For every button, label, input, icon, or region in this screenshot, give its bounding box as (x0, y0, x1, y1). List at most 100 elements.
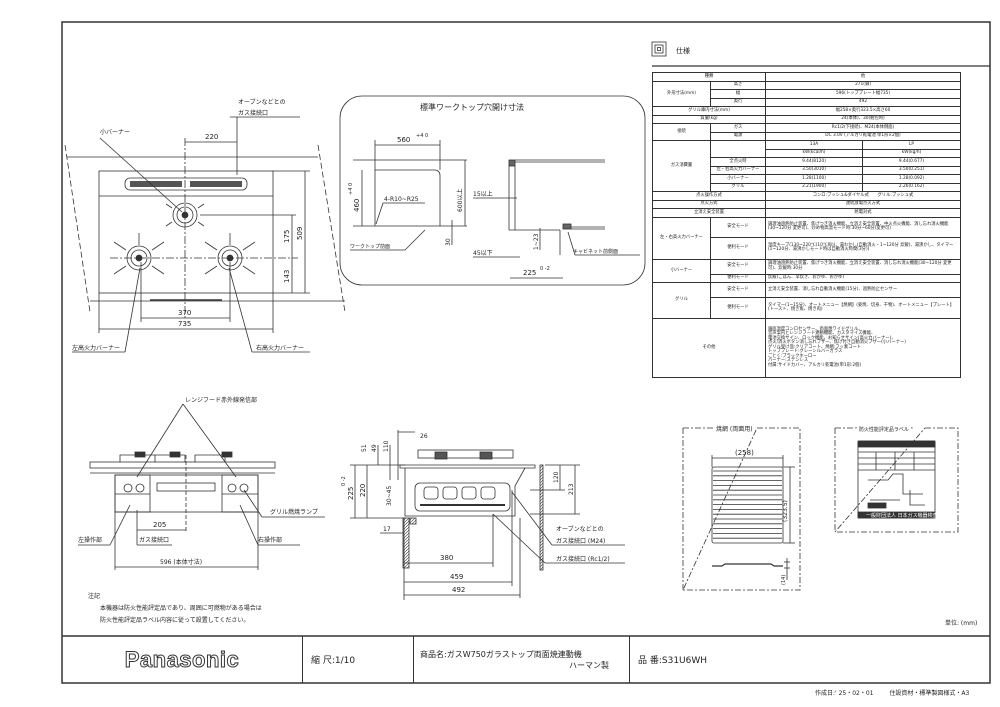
dim-175: 175 (283, 230, 291, 243)
spec-cell: 24(本体)、30(梱包時) (764, 114, 962, 124)
spec-cell: 1.28(1100) (765, 174, 863, 184)
drawing-format: 住設資材・標準製図様式・A3 (889, 690, 970, 697)
scale-cell: 縮 尺:1/10 (303, 636, 414, 683)
spec-cell: kW(kg/h) (861, 148, 962, 158)
spec-cell: 調理油過熱防止装置、焦げつき消火機能、立消え安全装置、消し忘れ消火機能(30~1… (764, 258, 962, 275)
spec-cell: 安全モード (710, 258, 766, 275)
gas-inlet-label: ガス接続口 (139, 536, 169, 544)
spec-cell: ガス消費量 (652, 140, 711, 192)
spec-cell: その他 (652, 318, 766, 378)
spec-cell: 点火方式 (652, 199, 766, 209)
spec-cell: ガス (710, 123, 766, 133)
spec-cell: 2.26(0.162) (861, 182, 962, 192)
spec-cell: Rc1/2(下接続)、M24(本体側面) (764, 123, 962, 133)
panasonic-logo: Panasonic (124, 646, 240, 672)
tol-560: +4 0 (416, 133, 428, 139)
grill-lamp-label: グリル燃焼ランプ (270, 508, 318, 516)
spec-cell: コンロ:プッシュ&ダイヤル式 グリル:プッシュ式 (764, 191, 962, 201)
right-burner-label: 右高火力バーナー (256, 344, 304, 352)
spec-cell: 596(トッププレート幅735) (764, 89, 962, 99)
spec-other-list: 鍋底温度コンロセンサー、両面焼ワイドグリル、音声案内とレンジフード連動機能、カス… (764, 318, 962, 378)
oven-gas-label-1: オーブンなどとの (238, 98, 286, 106)
spec-cell: kW(kcal/h) (765, 148, 863, 158)
dim-225: 225 (523, 269, 536, 277)
spec-cell: 安全モード (710, 282, 766, 298)
left-burner-icon (113, 233, 165, 275)
spec-cell: 9.44(0.677) (861, 157, 962, 167)
tol-460: +4 0 (348, 183, 354, 195)
model-cell: 品 番:S31U6WH (630, 636, 990, 683)
dim-30-45: 30~45 (386, 486, 393, 506)
spec-cell: 1.28(0.092) (861, 174, 962, 184)
spec-cell: 連続放電点火方式 (764, 199, 962, 209)
oven-gas-label-2: ガス接続口 (238, 109, 268, 117)
dim-370: 370 (178, 309, 191, 317)
spec-cell: 便利モード (710, 273, 766, 283)
worktop-cutout-diagram (339, 95, 646, 286)
fire-label-org: 一般財団法人 日本ガス機器検査協会 (866, 512, 948, 519)
notes-heading: 注記 (88, 592, 100, 600)
brand-cell: Panasonic (62, 636, 303, 683)
fire-label-title: " 防火性能評定品ラベル " (855, 426, 913, 433)
spec-cell: グリル (652, 282, 711, 319)
left-control-label: 左操作部 (78, 536, 102, 544)
dim-15: 15以上 (473, 190, 493, 198)
dim-220: 220 (205, 133, 218, 141)
spec-cell: 2.21(1900) (765, 182, 863, 192)
spec-cell: LP (861, 140, 962, 150)
dim-600: 600以上 (456, 189, 464, 212)
dim-1-23: 1~23 (533, 233, 540, 250)
spec-cell: 小バーナー (710, 174, 766, 184)
right-control-label: 右操作部 (258, 536, 282, 544)
dim-596: 596 (本体寸法) (160, 558, 202, 566)
spec-cell: グリル (710, 182, 766, 192)
cooktop-front-view (78, 403, 325, 570)
dim-143: 143 (283, 270, 291, 283)
fire-rating-label-diagram (834, 427, 959, 533)
gas-rc-label: ガス接続口 (Rc1/2) (556, 555, 610, 563)
vent-grille (124, 177, 248, 191)
cabinet-front-label: キャビネット前側面 (573, 248, 618, 255)
scale-label: 縮 尺:1/10 (311, 656, 356, 666)
spec-cell: 高さ (710, 80, 766, 90)
spec-cell: タイマー(1~15分)、オートメニュー【焼網】(姿焼、切身、干物)、オートメニュ… (764, 297, 962, 319)
dim-17: 17 (383, 526, 391, 533)
oven-gas-side-label-1: オーブンなどとの (556, 525, 604, 533)
dim-110: 110 (383, 440, 390, 452)
grill-net-title: 焼網 (両面用) (716, 425, 753, 433)
dim-560: 560 (397, 136, 410, 144)
spec-title: 仕様 (676, 46, 690, 55)
spec-cell: 3.50(3010) (765, 165, 863, 175)
product-maker: ハーマン製 (569, 660, 609, 670)
footer: 作成日:' 25・02・01 住設資材・標準製図様式・A3 (815, 688, 969, 697)
created-date: 作成日:' 25・02・01 (815, 690, 874, 697)
dim-735: 735 (178, 320, 191, 328)
cooktop-side-view (350, 430, 625, 600)
model-number: 品 番:S31U6WH (638, 656, 708, 666)
dim-213: 213 (568, 483, 575, 495)
spec-cell: 小バーナー (652, 258, 711, 283)
spec-cell: 調理油過熱防止装置、焦げつき消火機能、立消え安全装置、中火点火機能、消し忘れ消火… (764, 216, 962, 238)
dim-509: 509 (296, 227, 304, 240)
spec-cell: 便利モード (710, 236, 766, 260)
dim-120: 120 (553, 471, 560, 483)
dim-51: 51 (361, 444, 368, 452)
spec-cell: 炊飯(ごはん、早炊き、おかゆ、おかゆ) (764, 273, 962, 283)
small-burner-label: 小バーナー (100, 128, 130, 136)
spec-cell: 左・右高火力バーナー (710, 165, 766, 175)
spec-cell: 温度キープ(130~220℃(10℃毎))、湯わかし(自動消火・1~120分 炊… (764, 236, 962, 260)
spec-cell: 便利モード (710, 297, 766, 319)
spec-cell: 外形寸法(mm) (652, 80, 711, 107)
spec-cell: DC 3.0V (アルカリ乾電池 単1形×2個) (764, 131, 962, 141)
tol-225-side: 0 -2 (341, 476, 347, 486)
spec-cell: 全点火時 (710, 157, 766, 167)
tol-225: 0 -2 (540, 266, 550, 272)
dim-460: 460 (353, 199, 361, 212)
unit-label: 単位: (mm) (945, 619, 977, 627)
spec-cell: 左・右高火力バーナー (652, 216, 711, 260)
spec-cell: 271(脚) (764, 80, 962, 90)
cutout-title: 標準ワークトップ穴開け寸法 (420, 102, 524, 112)
dim-323-5: (323.5) (782, 500, 789, 522)
